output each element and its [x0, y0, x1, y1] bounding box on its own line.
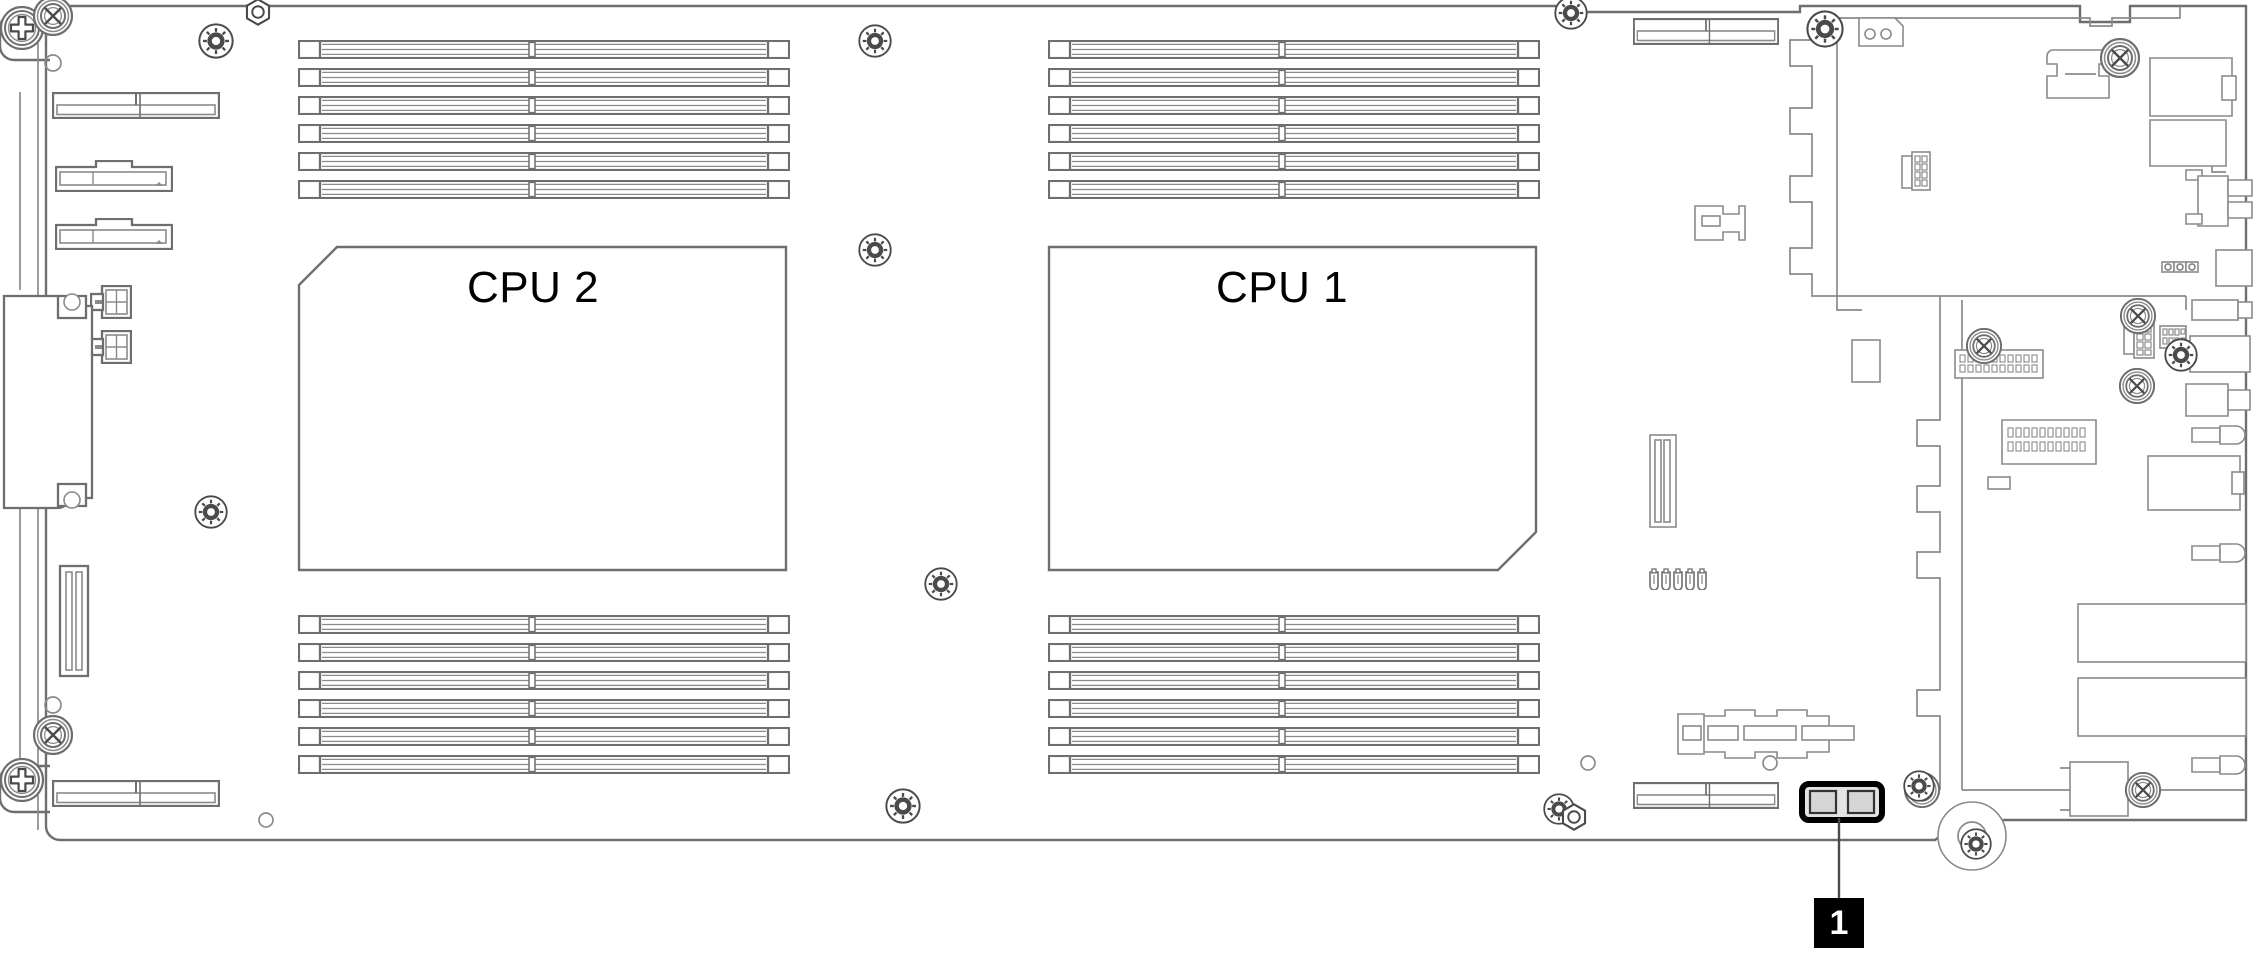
dimm-slot[interactable] [298, 124, 790, 143]
dimm-slot[interactable] [298, 68, 790, 87]
left-edge-components [2, 92, 220, 807]
captive-screw-icon [2125, 772, 2161, 808]
dimm-slot[interactable] [1048, 68, 1540, 87]
dimm-slot[interactable] [1048, 727, 1540, 746]
dimm-bank-cpu1-lower [1048, 615, 1540, 774]
fasteners [0, 0, 2198, 860]
led [1697, 568, 1707, 590]
dimm-slot[interactable] [298, 727, 790, 746]
dimm-slot[interactable] [298, 755, 790, 774]
standoff-icon [1903, 770, 1935, 802]
riser-connector-bottom-right[interactable] [1633, 782, 1779, 809]
header-2x5 [1901, 151, 1931, 191]
led [1649, 568, 1659, 590]
standoff-icon [194, 495, 228, 529]
cpu1-label: CPU 1 [1216, 263, 1349, 312]
cpu-socket-1[interactable] [1047, 245, 1538, 572]
led [1673, 568, 1683, 590]
captive-screw-icon [2119, 368, 2155, 404]
standoff-icon [2164, 338, 2198, 372]
power-connector-upper[interactable] [90, 285, 132, 319]
dimm-bank-cpu2-upper [298, 40, 790, 199]
left-edge-connector-top[interactable] [52, 92, 220, 119]
captive-screw-icon [33, 715, 73, 755]
dimm-slot[interactable] [298, 643, 790, 662]
callout-number-1[interactable]: 1 [1814, 898, 1864, 948]
dimm-bank-cpu2-lower [298, 615, 790, 774]
dimm-slot[interactable] [298, 40, 790, 59]
standoff-icon [1960, 828, 1992, 860]
dimm-slot[interactable] [1048, 671, 1540, 690]
mounting-hole [1580, 755, 1596, 771]
indicator-dots [2161, 261, 2199, 273]
system-board-switch-block[interactable] [1799, 781, 1885, 823]
front-io-connector[interactable] [1677, 709, 1855, 759]
left-mezzanine-module[interactable] [2, 293, 94, 510]
dimm-slot[interactable] [1048, 180, 1540, 199]
led [1661, 568, 1671, 590]
dimm-slot[interactable] [298, 615, 790, 634]
dimm-slot[interactable] [1048, 40, 1540, 59]
dimm-slot[interactable] [1048, 152, 1540, 171]
dimm-slot[interactable] [298, 152, 790, 171]
side-connector[interactable] [1694, 205, 1746, 241]
cpu2-label: CPU 2 [467, 263, 600, 312]
captive-screw-icon [33, 0, 73, 36]
mid-headers[interactable] [1851, 151, 2199, 490]
diagnostic-led-row [1649, 568, 1707, 590]
left-edge-connector-bottom[interactable] [52, 780, 220, 807]
hexnut-icon [1561, 803, 1587, 831]
cpu-socket-2[interactable] [297, 245, 788, 572]
dimm-slot[interactable] [1048, 643, 1540, 662]
dimm-slot[interactable] [1048, 615, 1540, 634]
dimm-slot[interactable] [1048, 699, 1540, 718]
standoff-icon [924, 567, 958, 601]
power-connector-lower[interactable] [90, 330, 132, 364]
led [1685, 568, 1695, 590]
dimm-bank-cpu1-upper [1048, 40, 1540, 199]
header-2pin[interactable] [1858, 17, 1904, 47]
phillips-screw-icon [0, 758, 44, 802]
dimm-slot[interactable] [298, 699, 790, 718]
captive-screw-icon [1966, 328, 2002, 364]
bottom-module[interactable] [2060, 761, 2129, 817]
hexnut-icon [245, 0, 271, 26]
m2-vertical-slot[interactable] [1649, 434, 1677, 528]
dimm-slot[interactable] [298, 671, 790, 690]
dimm-slot[interactable] [298, 180, 790, 199]
dimm-slot[interactable] [1048, 755, 1540, 774]
right-section [1633, 6, 2253, 871]
captive-screw-icon [2100, 38, 2140, 78]
mounting-hole [258, 812, 274, 828]
riser-connector-top-right[interactable] [1633, 18, 1779, 45]
front-panel-header[interactable] [2001, 419, 2097, 465]
standoff-icon [1554, 0, 1588, 30]
dimm-slot[interactable] [1048, 96, 1540, 115]
standoff-icon [885, 788, 921, 824]
left-lower-connector[interactable] [58, 564, 90, 678]
standoff-icon [198, 23, 234, 59]
standoff-icon [858, 24, 892, 58]
mounting-hole [44, 54, 62, 72]
mounting-hole [44, 696, 62, 714]
standoff-icon [858, 233, 892, 267]
dimm-slot[interactable] [1048, 124, 1540, 143]
captive-screw-icon [2120, 298, 2156, 334]
pcie-slot-upper[interactable] [55, 160, 173, 192]
dimm-slot[interactable] [298, 96, 790, 115]
pcie-slot-lower[interactable] [55, 218, 173, 250]
standoff-icon [1806, 10, 1844, 48]
io-ports[interactable] [2077, 57, 2253, 775]
